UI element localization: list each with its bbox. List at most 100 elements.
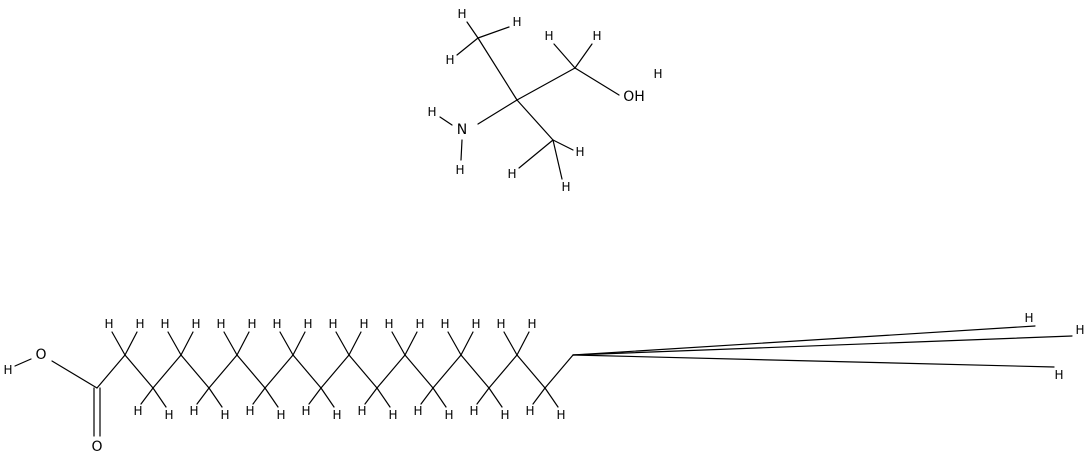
methyl-h-label: H — [561, 180, 570, 194]
methyl-h-label: H — [507, 167, 516, 181]
chain-h-label: H — [272, 317, 281, 331]
chain-h-label: H — [525, 404, 534, 418]
chain-h-label: H — [191, 317, 200, 331]
chain-bond — [460, 354, 490, 389]
chain-h-label: H — [500, 408, 509, 422]
methylene-h-label: H — [544, 29, 553, 43]
c-h-bond — [376, 387, 391, 408]
terminal-h-label: H — [1024, 311, 1033, 325]
chain-h-label: H — [332, 408, 341, 422]
chain-bond — [124, 354, 154, 389]
c-h-bond — [111, 331, 126, 356]
chain-bond — [96, 354, 126, 389]
c-oh-bond — [51, 360, 98, 389]
c-h-bond — [456, 37, 479, 56]
hydroxyl-o-label: O — [35, 347, 46, 363]
c-h-bond — [553, 43, 576, 69]
methylene-h-label: H — [592, 29, 601, 43]
chain-h-label: H — [216, 317, 225, 331]
amine-h-label: H — [455, 163, 464, 177]
chain-h-label: H — [415, 317, 424, 331]
chain-bond — [320, 354, 350, 389]
carbonyl-o-label: O — [91, 439, 102, 455]
c-h-bond — [572, 325, 1036, 356]
c-h-bond — [348, 331, 362, 356]
chain-h-label: H — [496, 317, 505, 331]
c-h-bond — [488, 387, 503, 408]
chain-bond — [348, 354, 378, 389]
c-h-bond — [196, 387, 210, 405]
chain-h-label: H — [388, 408, 397, 422]
c-h-bond — [572, 335, 1073, 356]
c-h-bond — [264, 387, 279, 408]
chain-bond — [236, 354, 266, 389]
methyl-h-label: H — [445, 53, 454, 67]
c-h-bond — [516, 331, 530, 356]
c-h-bond — [320, 387, 335, 408]
methyl-h-label: H — [457, 7, 466, 21]
c-h-bond — [140, 387, 154, 405]
c-h-bond — [364, 387, 378, 405]
o-h-bond — [14, 358, 32, 367]
chain-h-label: H — [384, 317, 393, 331]
c-h-bond — [223, 331, 238, 356]
amine-h-label: H — [427, 105, 436, 119]
c-h-bond — [460, 331, 474, 356]
c-h-bond — [420, 387, 434, 405]
chain-h-label: H — [164, 408, 173, 422]
hydroxyl-h-label: H — [3, 363, 12, 377]
n-h-bond — [439, 116, 453, 126]
hydroxyl-label: OH — [623, 89, 645, 105]
chain-h-label: H — [160, 317, 169, 331]
c-h-bond — [236, 331, 250, 356]
c-methyl1-bond — [477, 37, 518, 101]
chain-h-label: H — [247, 317, 256, 331]
c-h-bond — [208, 387, 223, 408]
chain-bond — [432, 354, 462, 389]
ch2-o-bond — [574, 67, 620, 96]
chain-h-label: H — [276, 408, 285, 422]
chain-h-label: H — [471, 317, 480, 331]
c-h-bond — [404, 331, 418, 356]
c-h-bond — [432, 387, 447, 408]
chain-bond — [516, 354, 546, 389]
chain-h-label: H — [189, 404, 198, 418]
c-h-bond — [252, 387, 266, 405]
terminal-h-label: H — [1054, 368, 1063, 382]
c-methyl2-bond — [516, 99, 554, 141]
c-h-bond — [552, 139, 574, 151]
c-h-bond — [532, 387, 546, 405]
c-h-bond — [518, 139, 554, 169]
chain-h-label: H — [357, 404, 366, 418]
terminal-h-label: H — [1075, 323, 1084, 337]
chain-h-label: H — [133, 404, 142, 418]
c-h-bond — [552, 139, 563, 180]
chain-bond — [488, 354, 518, 389]
amine-n-label: N — [457, 122, 467, 138]
chain-bond — [180, 354, 210, 389]
chain-bond — [544, 354, 574, 389]
chain-bond — [376, 354, 406, 389]
c-h-bond — [152, 387, 167, 408]
chain-h-label: H — [440, 317, 449, 331]
chain-h-label: H — [469, 404, 478, 418]
chain-h-label: H — [301, 404, 310, 418]
c-h-bond — [180, 331, 194, 356]
n-h-bond — [460, 139, 463, 161]
c-h-bond — [503, 331, 518, 356]
chain-h-label: H — [245, 404, 254, 418]
chain-h-label: H — [328, 317, 337, 331]
chain-bond — [292, 354, 322, 389]
chain-h-label: H — [220, 408, 229, 422]
methyl-h-label: H — [512, 15, 521, 29]
hydroxyl-h-label: H — [653, 67, 662, 81]
chain-h-label: H — [135, 317, 144, 331]
c-h-bond — [308, 387, 322, 405]
c-h-bond — [279, 331, 294, 356]
chain-bond — [264, 354, 294, 389]
c-h-bond — [447, 331, 462, 356]
c-h-bond — [391, 331, 406, 356]
